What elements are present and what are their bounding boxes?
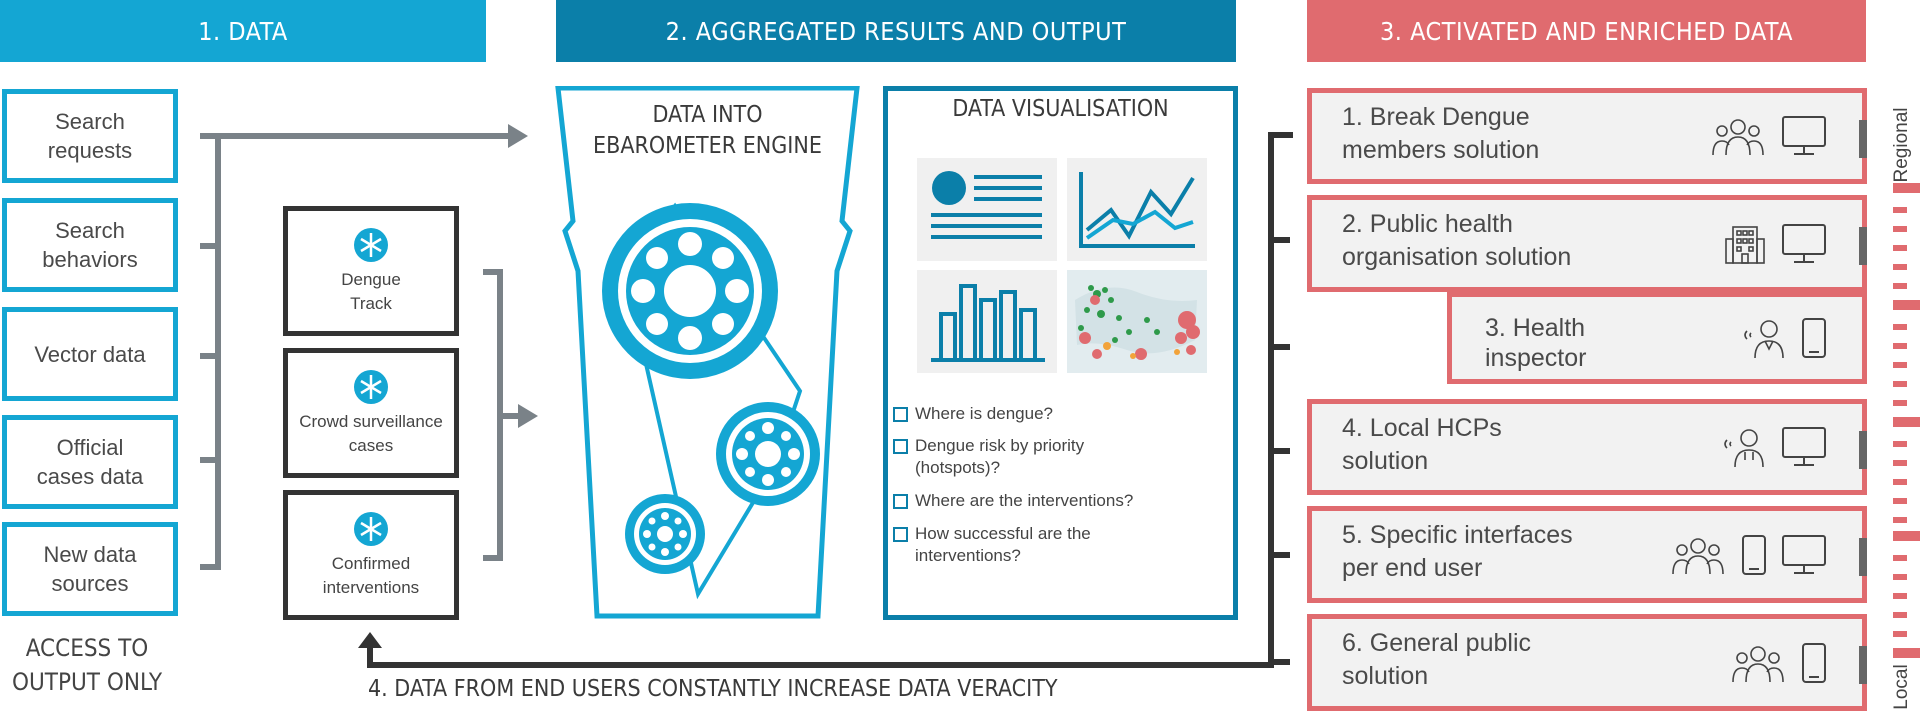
checkbox-icon [893, 494, 908, 509]
checkbox-icon [893, 527, 908, 542]
output-tab [1859, 538, 1867, 576]
output-label: 1. Break Dengue members solution [1342, 103, 1540, 164]
header-data: 1. DATA [0, 0, 486, 62]
crowd-dengue-track: Dengue Track [283, 206, 459, 336]
asterisk-icon [354, 228, 388, 262]
bar-chart-thumbnail-icon [917, 270, 1057, 373]
source-search-requests: Search requests [2, 89, 178, 183]
header-activated: 3. ACTIVATED AND ENRICHED DATA [1307, 0, 1866, 62]
output-specific-interfaces: 5. Specific interfaces per end user [1307, 506, 1867, 603]
group-icon [1712, 119, 1764, 156]
phone-icon [1742, 534, 1766, 575]
crowd-label: Dengue Track [341, 270, 401, 313]
checkbox-icon [893, 439, 908, 454]
document-thumbnail-icon [917, 158, 1057, 261]
question-text: Dengue risk by priority (hotspots)? [915, 436, 1085, 477]
checkbox-icon [893, 407, 908, 422]
question-item: Where are the interventions? [893, 490, 1134, 512]
group-icon [1732, 645, 1784, 682]
source-official-cases: Official cases data [2, 415, 178, 509]
source-vector-data: Vector data [2, 307, 178, 401]
gear-engine-icon [602, 202, 820, 600]
access-note: ACCESS TO OUTPUT ONLY [11, 634, 162, 696]
output-tab [1859, 227, 1867, 265]
scale-regional-label: Regional [1891, 107, 1912, 183]
scale-local-label: Local [1891, 664, 1912, 710]
monitor-icon [1782, 223, 1826, 263]
building-icon [1725, 225, 1765, 264]
output-label: 5. Specific interfaces per end user [1342, 521, 1573, 582]
output-local-hcps: 4. Local HCPs solution [1307, 399, 1867, 495]
crowd-label: Confirmed interventions [322, 554, 420, 597]
line-chart-thumbnail-icon [1067, 158, 1207, 261]
output-label: 6. General public solution [1342, 629, 1532, 690]
question-text: How successful are the interventions? [915, 524, 1091, 565]
header-aggregated: 2. AGGREGATED RESULTS AND OUTPUT [556, 0, 1236, 62]
monitor-icon [1782, 534, 1826, 574]
output-tab [1859, 120, 1867, 158]
output-general-public: 6. General public solution [1307, 614, 1867, 711]
crowd-label: Crowd surveillance cases [299, 412, 443, 455]
output-label: 2. Public health organisation solution [1342, 210, 1572, 271]
monitor-icon [1782, 116, 1826, 155]
monitor-icon [1782, 427, 1826, 466]
output-tab [1859, 646, 1867, 684]
doctor-icon [1724, 429, 1764, 468]
map-thumbnail-icon [1067, 270, 1207, 373]
question-text: Where is dengue? [915, 404, 1053, 423]
source-search-behaviors: Search behaviors [2, 198, 178, 292]
question-item: Dengue risk by priority (hotspots)? [893, 435, 1085, 479]
output-tab [1859, 431, 1867, 469]
visualisation-title: DATA VISUALISATION [952, 96, 1169, 122]
asterisk-icon [354, 370, 388, 404]
crowd-confirmed-interventions: Confirmed interventions [283, 490, 459, 620]
question-text: Where are the interventions? [915, 491, 1134, 510]
inspector-icon [1744, 320, 1784, 359]
asterisk-icon [354, 512, 388, 546]
phone-icon [1802, 642, 1826, 683]
question-item: How successful are the interventions? [893, 523, 1091, 567]
source-new-data: New data sources [2, 522, 178, 616]
phone-icon [1802, 318, 1826, 358]
output-label: 4. Local HCPs solution [1342, 414, 1502, 475]
feedback-label: 4. DATA FROM END USERS CONSTANTLY INCREA… [368, 676, 1058, 702]
group-icon [1672, 537, 1724, 574]
question-item: Where is dengue? [893, 403, 1053, 425]
output-public-health: 2. Public health organisation solution [1307, 195, 1867, 292]
output-label: 3. Health inspector [1485, 314, 1587, 372]
engine-frame [555, 86, 860, 619]
crowd-surveillance-cases: Crowd surveillance cases [283, 348, 459, 478]
output-health-inspector: 3. Health inspector [1447, 292, 1867, 384]
output-break-dengue: 1. Break Dengue members solution [1307, 88, 1867, 184]
engine-title: DATA INTO EBAROMETER ENGINE [593, 102, 822, 159]
